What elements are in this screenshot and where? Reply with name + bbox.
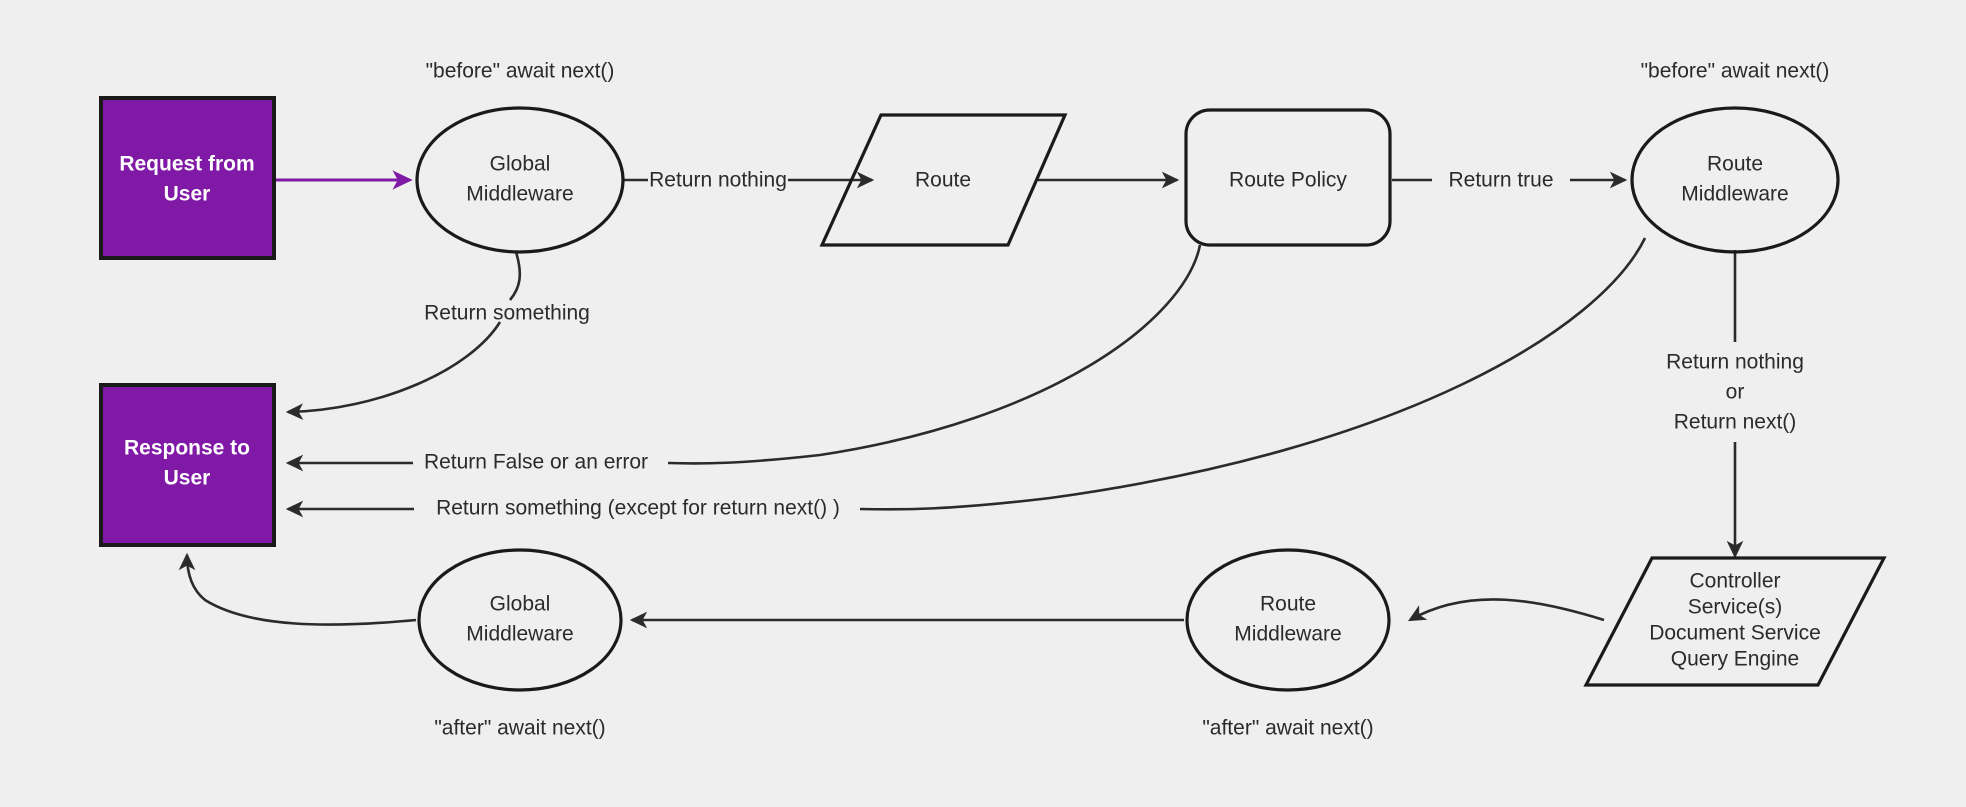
edge-label-return-false-or-error: Return False or an error — [424, 451, 648, 474]
node-response-to-user[interactable]: Response to User — [99, 383, 276, 547]
edge-label-return-nothing: Return nothing — [649, 169, 787, 192]
edge-label-return-true: Return true — [1448, 169, 1553, 192]
annotation-after-await-next-global: "after" await next() — [434, 717, 605, 740]
edge-route-policy-to-route-middleware: Return true — [1392, 169, 1628, 192]
edge-global-middleware-return-something: Return something — [285, 251, 590, 421]
controller-services-label-line1: Controller — [1689, 570, 1780, 593]
edge-label-or: or — [1726, 381, 1745, 404]
route-policy-label: Route Policy — [1229, 169, 1347, 192]
edge-global-middleware-bottom-to-response — [178, 552, 417, 626]
global-middleware-top-label-line2: Middleware — [466, 183, 573, 206]
edge-label-return-something-except-next: Return something (except for return next… — [436, 497, 840, 520]
request-from-user-label-line1: Request from — [119, 153, 254, 176]
response-to-user-label-line2: User — [164, 467, 211, 490]
route-middleware-bottom-label-line1: Route — [1260, 593, 1316, 616]
route-middleware-top-label-line1: Route — [1707, 153, 1763, 176]
node-controller-services[interactable]: Controller Service(s) Document Service Q… — [1583, 556, 1887, 687]
annotation-before-await-next-route: "before" await next() — [1641, 60, 1830, 83]
edge-global-middleware-to-route: Return nothing — [624, 169, 875, 192]
node-global-middleware-bottom[interactable]: Global Middleware — [417, 548, 623, 692]
annotation-after-await-next-route: "after" await next() — [1202, 717, 1373, 740]
node-route[interactable]: Route — [819, 113, 1068, 247]
response-to-user-label-line1: Response to — [124, 437, 250, 460]
global-middleware-bottom-label-line2: Middleware — [466, 623, 573, 646]
edge-label-return-something: Return something — [424, 302, 590, 325]
controller-services-label-line4: Query Engine — [1671, 648, 1799, 671]
node-route-middleware-bottom[interactable]: Route Middleware — [1185, 548, 1391, 692]
global-middleware-top-label-line1: Global — [490, 153, 551, 176]
request-from-user-label-line2: User — [164, 183, 211, 206]
edge-route-middleware-to-controller: Return nothing or Return next() — [1666, 250, 1804, 559]
route-label: Route — [915, 169, 971, 192]
edge-label-return-next: Return next() — [1674, 411, 1797, 434]
node-request-from-user[interactable]: Request from User — [99, 96, 276, 260]
node-global-middleware-top[interactable]: Global Middleware — [415, 106, 625, 254]
controller-services-label-line2: Service(s) — [1688, 596, 1783, 619]
global-middleware-bottom-label-line1: Global — [490, 593, 551, 616]
route-middleware-bottom-label-line2: Middleware — [1234, 623, 1341, 646]
controller-services-label-line3: Document Service — [1649, 622, 1821, 645]
node-route-policy[interactable]: Route Policy — [1184, 108, 1392, 247]
node-route-middleware-top[interactable]: Route Middleware — [1630, 106, 1840, 254]
edge-label-return-nothing-down: Return nothing — [1666, 351, 1804, 374]
annotation-before-await-next-global: "before" await next() — [426, 60, 615, 83]
edge-route-policy-return-false: Return False or an error — [285, 244, 1202, 474]
edge-controller-to-route-middleware-bottom — [1408, 598, 1605, 622]
edge-route-middleware-return-something: Return something (except for return next… — [285, 237, 1647, 520]
route-middleware-top-label-line2: Middleware — [1681, 183, 1788, 206]
